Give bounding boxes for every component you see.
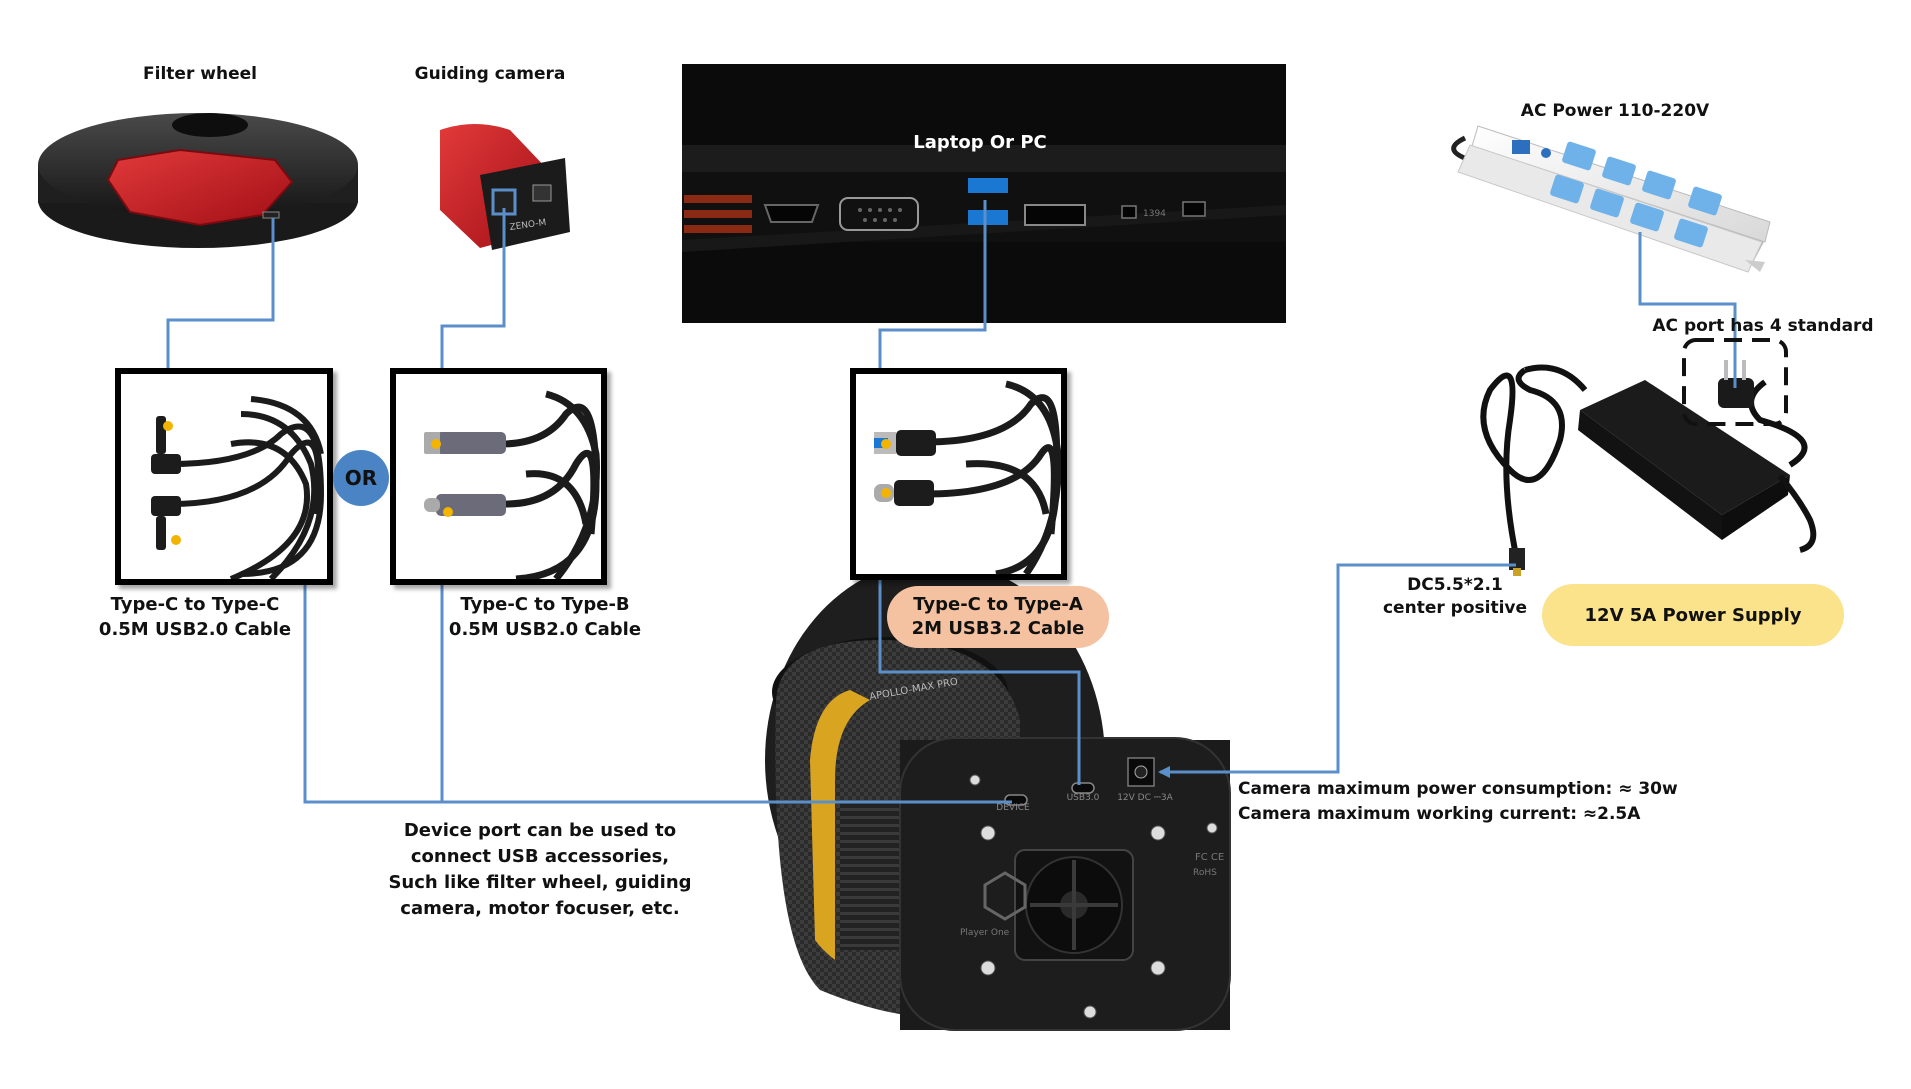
power-supply-label: 12V 5A Power Supply <box>1542 584 1844 646</box>
device-port-note: Device port can be used to connect USB a… <box>330 818 750 922</box>
laptop-label: Laptop Or PC <box>913 132 1047 153</box>
ac-port-note: AC port has 4 standard <box>1652 316 1874 336</box>
camera-rohs-text: RoHS <box>1193 868 1217 878</box>
cable-c-to-c-label-line2: 0.5M USB2.0 Cable <box>98 619 292 640</box>
camera-cert-text: FC CE <box>1195 852 1224 863</box>
device-port-note-line2: connect USB accessories, <box>410 846 670 867</box>
dc-spec-line1: DC5.5*2.1 <box>1407 575 1503 595</box>
ac-power-label: AC Power 110-220V <box>1520 101 1710 121</box>
ac-port-dashed-frame <box>1682 338 1788 426</box>
device-port-note-line3: Such like filter wheel, guiding <box>388 872 692 893</box>
main-camera-image: Player One DEVICE USB3.0 12V DC ⎓3A FC C… <box>765 560 1231 1031</box>
cable-c-to-b-label-line2: 0.5M USB2.0 Cable <box>448 619 642 640</box>
power-strip-image <box>1451 125 1771 273</box>
camera-brand-text: Player One <box>960 928 1010 938</box>
camera-device-port-text: DEVICE <box>996 803 1030 813</box>
line-filterwheel-to-cable <box>166 218 275 412</box>
guiding-camera-image: ZENO-M <box>440 124 570 250</box>
camera-dc-port-text: 12V DC ⎓3A <box>1117 793 1173 803</box>
cable-c-to-a-label-line2: 2M USB3.2 Cable <box>911 618 1085 639</box>
cable-c-to-b-label-line1: Type-C to Type-B <box>460 594 630 615</box>
cable-c-to-a-label-line1: Type-C to Type-A <box>913 594 1083 615</box>
cable-c-to-c-photo <box>115 368 333 585</box>
or-badge: OR <box>333 450 389 506</box>
camera-max-current-text: Camera maximum working current: ≈2.5A <box>1238 804 1641 824</box>
cable-c-to-c-label-line1: Type-C to Type-C <box>110 594 280 615</box>
power-adapter-image <box>1480 360 1817 576</box>
firewire-label: 1394 <box>1143 209 1166 219</box>
camera-usb-port-text: USB3.0 <box>1067 793 1100 803</box>
cable-c-to-b-photo <box>390 368 607 585</box>
dc-arrow-head <box>1158 766 1170 778</box>
device-port-note-line4: camera, motor focuser, etc. <box>400 898 680 919</box>
device-port-note-line1: Device port can be used to <box>403 820 677 841</box>
filter-wheel-label: Filter wheel <box>143 64 257 84</box>
line-dc-to-camera <box>1160 563 1516 774</box>
line-cable-to-usb30 <box>878 505 1081 785</box>
filter-wheel-image <box>38 113 358 248</box>
guiding-camera-label: Guiding camera <box>414 64 566 84</box>
cable-c-to-a-label: Type-C to Type-A 2M USB3.2 Cable <box>887 586 1109 648</box>
cable-c-to-a-photo <box>850 368 1067 580</box>
dc-spec-line2: center positive <box>1382 598 1528 618</box>
line-strip-to-plug <box>1638 232 1737 388</box>
camera-max-power-text: Camera maximum power consumption: ≈ 30w <box>1238 779 1678 799</box>
